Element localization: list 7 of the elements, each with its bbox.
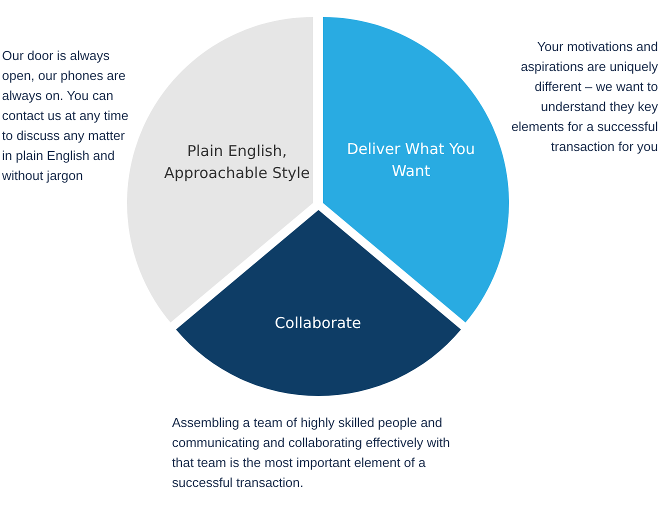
pie-segment — [176, 210, 460, 396]
description-text: Your motivations and aspirations are uniquely different – we want to understand they key elements for a successful transaction for you — [510, 38, 658, 156]
description-text: Our door is always open, our phones are always on. You can contact us at any time to discuss any matter in plain English and without jargon — [2, 47, 130, 185]
segment-label: Collaborate — [274, 313, 362, 334]
segment-label: Plain English, Approachable Style — [163, 140, 311, 184]
segment-label: Deliver What You Want — [346, 138, 476, 182]
description-text: Assembling a team of highly skilled people and communicating and collaborating effectively with that team is the most important element of a successful transaction. — [172, 414, 451, 492]
